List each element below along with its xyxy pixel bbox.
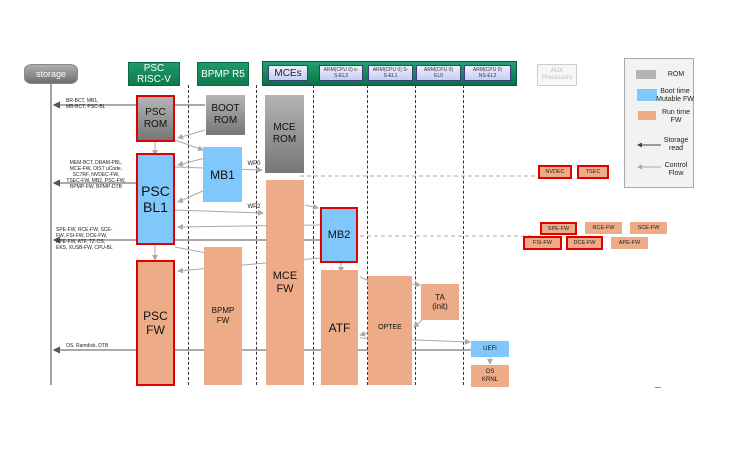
uefi-block: UEFI [471, 341, 509, 357]
optee-label: OPTEE [378, 324, 402, 331]
bpmp-r5-header: BPMP R5 [197, 62, 249, 86]
control-flow-legend-arrow [637, 164, 661, 170]
storage-read-label: MEM-BCT, DRAM-PBL, MCE-FW, OIST uCode, S… [66, 160, 126, 190]
arm-el2-header: ARM(CPU 0) NS-EL2 [464, 65, 511, 81]
psc-riscv-header: PSC RISC-V [128, 62, 180, 86]
control-arrow [174, 139, 204, 152]
lane-divider [313, 85, 314, 385]
mce-fw-block: MCE FW [266, 180, 304, 385]
optee-block: OPTEE [368, 276, 412, 385]
ta-init-block: TA (init) [421, 284, 459, 320]
arm-el1-header: ARM(CPU 0) S- S-EL1 [368, 65, 413, 81]
lane-divider [367, 85, 368, 385]
mb2-block: MB2 [320, 207, 358, 263]
fsi-fw-tag: FSI-FW [523, 236, 562, 250]
atf-block: ATF [321, 270, 358, 385]
legend-box: ROM Boot time Mutable FW Run time FW Sto… [624, 58, 694, 188]
psc-fw-block: PSC FW [136, 260, 175, 386]
boot-rom-block: BOOT ROM [206, 95, 245, 135]
decorative-mark [655, 387, 661, 388]
legend-mutable-label: Boot time Mutable FW [656, 88, 694, 103]
aux-processors-header: AUX Processors [537, 64, 577, 86]
rce-fw-tag: RCE-FW [585, 222, 622, 234]
wp2-label: WP2 [247, 204, 261, 210]
psc-bl1-block: PSC BL1 [136, 153, 175, 245]
lane-divider [188, 85, 189, 385]
lane-divider [256, 85, 257, 385]
mb1-block: MB1 [203, 147, 242, 202]
legend-runtime-swatch [638, 111, 656, 120]
legend-rom-swatch [636, 70, 656, 79]
psc-rom-block: PSC ROM [136, 95, 175, 142]
mces-header: MCEs [268, 65, 308, 81]
legend-mutable-swatch [637, 89, 657, 101]
lane-divider [415, 85, 416, 385]
mce-rom-block: MCE ROM [265, 95, 304, 173]
control-arrow [177, 129, 206, 140]
ape-fw-tag: APE-FW [611, 237, 648, 249]
legend-runtime-label: Run time FW [661, 109, 690, 124]
control-arrow [304, 203, 319, 210]
spe-fw-tag: SPE-FW [540, 222, 577, 235]
legend-control-flow-label: Control Flow [664, 162, 688, 177]
storage-read-label: BR-BCT, MB1, MB-BCT, PSC-BL [66, 98, 106, 110]
legend-storage-read-label: Storage read [663, 137, 689, 152]
storage-read-legend-arrow [637, 142, 661, 148]
storage-header: storage [24, 64, 78, 84]
control-arrow [177, 157, 206, 167]
lane-divider [463, 85, 464, 385]
control-arrow [411, 281, 421, 288]
nvdec-tag: NVDEC [538, 165, 572, 179]
bpmp-fw-block: BPMP FW [204, 247, 242, 385]
control-arrow [174, 209, 264, 216]
os-krnl-block: OS KRNL [471, 365, 509, 387]
control-arrow [413, 319, 423, 328]
storage-read-label: OS, Ramdisk, DTB [66, 343, 109, 349]
arm-el0-header: ARM(CPU 0) EL0 [416, 65, 461, 81]
control-arrow [177, 189, 206, 203]
legend-rom-label: ROM [667, 71, 685, 78]
wp0-label: WP0 [247, 161, 261, 167]
dce-fw-tag: DCE-FW [566, 236, 603, 250]
storage-read-label: SPE-FW, RCE-FW, SCE- FW, FSI-FW, DCE-FW,… [56, 227, 113, 251]
arm-el3-header: ARM(CPU 0) s- S-EL3 [319, 65, 363, 81]
tsec-tag: TSEC [577, 165, 609, 179]
sce-fw-tag: SCE-FW [630, 222, 667, 234]
